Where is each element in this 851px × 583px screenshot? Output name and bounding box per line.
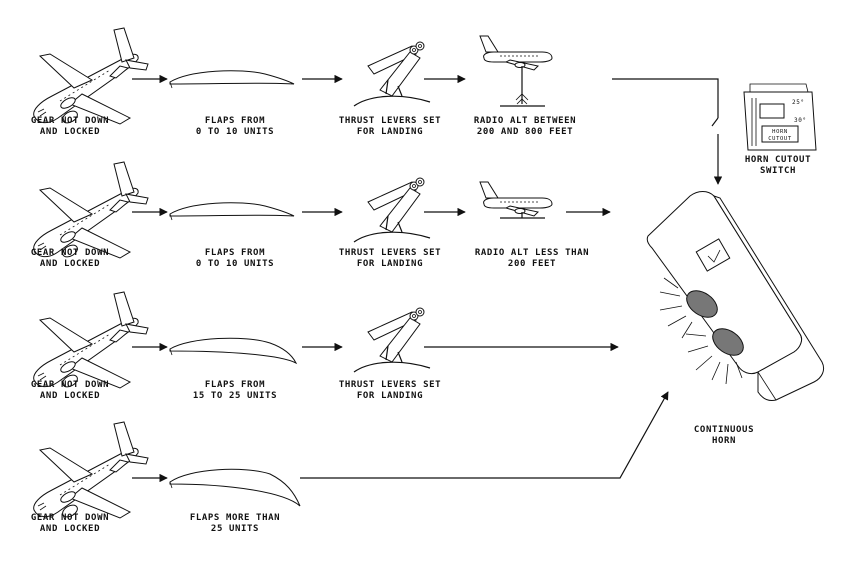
flaps-label-line1: FLAPS FROM <box>205 116 265 126</box>
connection-line <box>300 391 669 479</box>
airplane-icon <box>33 291 149 390</box>
radio-altitude-airplane-icon <box>479 35 553 71</box>
radio-altitude-beam <box>515 93 529 105</box>
horn-cutout-button[interactable] <box>761 125 799 143</box>
row-3: GEAR NOT DOWN AND LOCKED FLAPS FROM 15 T… <box>31 291 619 401</box>
continuous-horn: CONTINUOUS HORN <box>646 191 825 446</box>
flaps-label-line2: 0 TO 10 UNITS <box>196 259 274 269</box>
panel-mark-30: 30° <box>794 117 807 124</box>
horn-housing-side <box>712 195 825 401</box>
thrust-label-line1: THRUST LEVERS SET <box>339 380 441 390</box>
radio-label-line1: RADIO ALT BETWEEN <box>474 116 576 126</box>
radio-label-line2: 200 FEET <box>508 259 556 269</box>
button-text-line1: HORN <box>772 129 788 135</box>
gear-label-line2: AND LOCKED <box>40 127 100 137</box>
gear-label-line1: GEAR NOT DOWN <box>31 380 109 390</box>
flaps-label-line2: 25 UNITS <box>211 524 259 534</box>
switch-window <box>759 103 785 119</box>
flaps-label-line1: FLAPS FROM <box>205 380 265 390</box>
thrust-levers-icon <box>353 177 431 243</box>
gear-label-line2: AND LOCKED <box>40 391 100 401</box>
button-text-line2: CUTOUT <box>768 136 792 142</box>
thrust-levers-icon <box>353 41 431 107</box>
radio-label-line1: RADIO ALT LESS THAN <box>475 248 589 258</box>
thrust-levers-icon <box>353 307 431 373</box>
flaps-icon <box>169 468 301 507</box>
speaker-grille-icon <box>712 328 744 356</box>
thrust-label-line1: THRUST LEVERS SET <box>339 248 441 258</box>
flaps-label-line2: 15 TO 25 UNITS <box>193 391 277 401</box>
switch-panel-edge <box>751 98 757 146</box>
gear-label-line1: GEAR NOT DOWN <box>31 116 109 126</box>
switch-panel <box>749 83 809 93</box>
flaps-icon <box>169 337 297 364</box>
panel-mark-25: 25° <box>792 99 805 106</box>
gear-label-line2: AND LOCKED <box>40 259 100 269</box>
flaps-label-line2: 0 TO 10 UNITS <box>196 127 274 137</box>
horn-cutout-label-line2: SWITCH <box>760 166 796 176</box>
flaps-label-line1: FLAPS FROM <box>205 248 265 258</box>
connection-line <box>612 78 719 118</box>
thrust-label-line2: FOR LANDING <box>357 391 423 401</box>
flaps-icon <box>169 70 295 89</box>
airplane-icon <box>33 27 149 126</box>
flaps-label-line1: FLAPS MORE THAN <box>190 513 280 523</box>
thrust-label-line2: FOR LANDING <box>357 127 423 137</box>
thrust-label-line1: THRUST LEVERS SET <box>339 116 441 126</box>
cutout-switch-symbol <box>711 117 719 127</box>
sound-waves-icon <box>659 277 743 385</box>
horn-cutout-switch: 25° 30° HORN CUTOUT HORN CUTOUT SWITCH <box>743 83 817 176</box>
row-4: GEAR NOT DOWN AND LOCKED FLAPS MORE THAN… <box>31 391 669 534</box>
row-2: GEAR NOT DOWN AND LOCKED FLAPS FROM 0 TO… <box>31 161 611 269</box>
row-1: GEAR NOT DOWN AND LOCKED FLAPS FROM 0 TO… <box>31 27 723 185</box>
flaps-icon <box>169 202 295 221</box>
radio-label-line2: 200 AND 800 FEET <box>477 127 573 137</box>
gear-label-line1: GEAR NOT DOWN <box>31 513 109 523</box>
horn-label-plate <box>695 238 731 272</box>
speaker-grille-icon <box>686 290 718 318</box>
horn-label-line2: HORN <box>712 436 736 446</box>
horn-edge <box>757 371 777 401</box>
airplane-icon <box>33 421 149 520</box>
horn-label-line1: CONTINUOUS <box>694 425 754 435</box>
airplane-icon <box>33 161 149 260</box>
thrust-label-line2: FOR LANDING <box>357 259 423 269</box>
horn-plate-symbol <box>707 249 721 263</box>
gear-label-line2: AND LOCKED <box>40 524 100 534</box>
radio-altitude-airplane-icon <box>479 181 553 217</box>
horn-cutout-label-line1: HORN CUTOUT <box>745 155 811 165</box>
gear-label-line1: GEAR NOT DOWN <box>31 248 109 258</box>
